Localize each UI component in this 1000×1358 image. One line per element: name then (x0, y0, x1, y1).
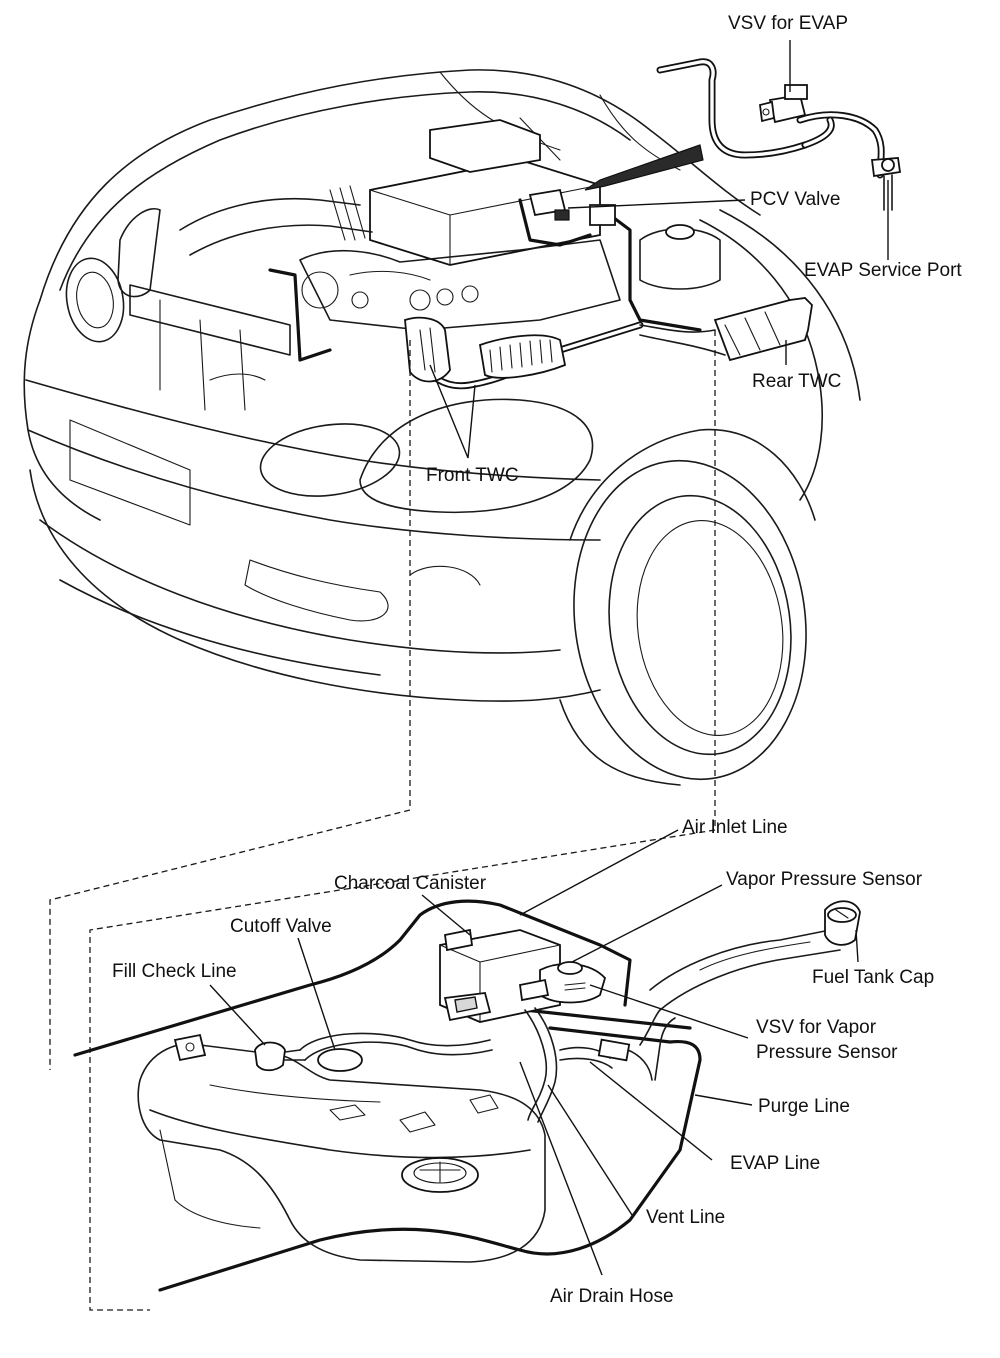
label-purge-line: Purge Line (758, 1096, 850, 1117)
car-body (23, 69, 861, 786)
label-vapor-pressure-sensor: Vapor Pressure Sensor (726, 869, 923, 890)
label-fuel-tank-cap: Fuel Tank Cap (812, 967, 935, 988)
label-cutoff-valve: Cutoff Valve (230, 916, 332, 937)
label-air-inlet-line: Air Inlet Line (682, 817, 788, 838)
dashed-connector (49, 330, 716, 1311)
label-rear-twc: Rear TWC (752, 371, 842, 392)
label-vsv-vapor-pressure-sensor-line1: VSV for Vapor (756, 1017, 877, 1038)
label-front-twc: Front TWC (426, 465, 519, 486)
label-pcv-valve: PCV Valve (750, 189, 841, 210)
label-evap-line: EVAP Line (730, 1153, 821, 1174)
label-charcoal-canister: Charcoal Canister (334, 873, 487, 894)
label-vent-line: Vent Line (646, 1207, 726, 1228)
label-evap-service-port: EVAP Service Port (804, 260, 962, 281)
label-vsv-vapor-pressure-sensor-line2: Pressure Sensor (756, 1042, 898, 1063)
leader-lines (209, 40, 889, 1276)
engine-bay (129, 119, 813, 411)
vsv-evap-assembly (584, 58, 902, 211)
label-air-drain-hose: Air Drain Hose (550, 1286, 674, 1307)
fuel-tank-assembly (73, 899, 861, 1292)
label-vsv-evap: VSV for EVAP (728, 13, 849, 34)
label-fill-check-line: Fill Check Line (112, 961, 237, 982)
